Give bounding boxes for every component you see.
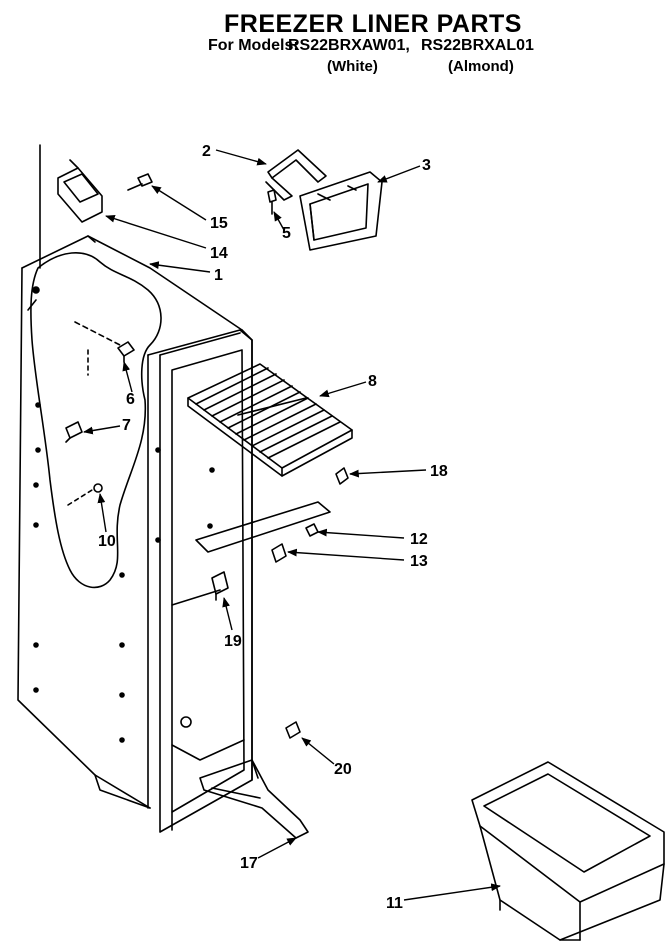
color-white-label: (White) — [327, 58, 378, 75]
callout-labels: 1 2 3 5 6 7 8 10 11 12 13 14 15 17 18 19… — [98, 143, 448, 912]
callout-19: 19 — [224, 633, 242, 650]
rail-part-17 — [199, 759, 309, 839]
callout-7: 7 — [122, 417, 131, 434]
callout-11: 11 — [386, 895, 403, 912]
switch-part-19 — [211, 571, 229, 601]
callout-12: 12 — [410, 531, 428, 548]
label-panel — [195, 501, 331, 553]
callout-10: 10 — [98, 533, 116, 550]
clip-part-6 — [117, 341, 135, 363]
clip-part-13 — [271, 543, 287, 563]
panel-part-3 — [299, 171, 383, 251]
callout-20: 20 — [334, 761, 352, 778]
bin-part-11 — [471, 761, 665, 941]
clip-part-18 — [335, 467, 349, 485]
model-number-white: RS22BRXAW01, — [288, 37, 410, 54]
callout-5: 5 — [282, 225, 291, 242]
wire-shelf-part-8 — [187, 363, 353, 477]
callout-13: 13 — [410, 553, 428, 570]
clip-part-12 — [305, 523, 319, 537]
callout-8: 8 — [368, 373, 377, 390]
callout-6: 6 — [126, 391, 135, 408]
callout-18: 18 — [430, 463, 448, 480]
callout-3: 3 — [422, 157, 431, 174]
screw-part-5 — [267, 189, 277, 215]
freezer-liner-part — [17, 144, 253, 833]
screw-part-15 — [127, 173, 153, 191]
color-almond-label: (Almond) — [448, 58, 514, 75]
callout-2: 2 — [202, 143, 211, 160]
screw-part-20 — [285, 721, 301, 739]
leader-lines — [83, 149, 501, 901]
page-title: FREEZER LINER PARTS — [224, 10, 522, 38]
callout-15: 15 — [210, 215, 228, 232]
screw-part-10 — [93, 483, 103, 493]
callout-17: 17 — [240, 855, 258, 872]
callout-1: 1 — [214, 267, 223, 284]
models-line: For Models: RS22BRXAW01, RS22BRXAL01 — [208, 37, 534, 55]
bracket-part-14 — [57, 159, 103, 223]
models-prefix: For Models: — [208, 37, 299, 54]
callout-14: 14 — [210, 245, 228, 262]
clip-part-7 — [65, 421, 83, 443]
model-number-almond: RS22BRXAL01 — [421, 37, 534, 54]
